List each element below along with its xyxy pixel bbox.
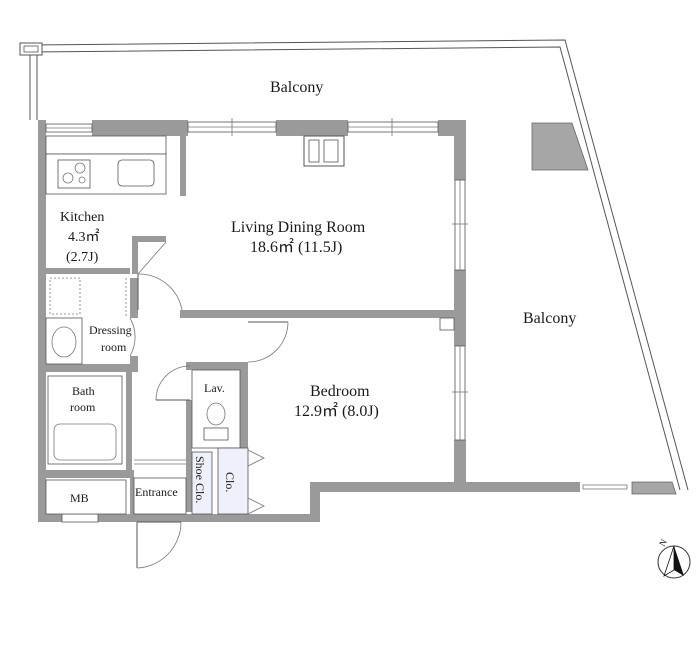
compass-label: N — [657, 537, 669, 548]
bedroom-area: 12.9㎡ (8.0J) — [294, 402, 379, 420]
balcony-right-label: Balcony — [523, 310, 576, 327]
bathtub-icon — [53, 423, 117, 461]
dressing-line2: room — [101, 340, 127, 354]
washbasin-icon — [51, 326, 77, 358]
outdoor-unit-block — [531, 122, 589, 171]
kitchen-counter — [45, 135, 167, 195]
dressing-line1: Dressing — [89, 323, 132, 337]
balcony-top-label: Balcony — [270, 79, 323, 96]
doors — [129, 273, 289, 569]
lavatory-fixtures — [191, 369, 241, 449]
lav-label: Lav. — [204, 381, 225, 395]
ldk-area: 18.6㎡ (11.5J) — [250, 238, 342, 256]
windows — [45, 118, 468, 523]
kitchen-jo: (2.7J) — [66, 250, 99, 265]
sink-icon — [117, 159, 155, 187]
ac-niche — [303, 135, 455, 331]
mb-box — [45, 479, 127, 515]
closet-box — [217, 447, 249, 515]
shoe-closet-label: Shoe Clo. — [193, 456, 207, 503]
exterior-walls — [38, 120, 580, 522]
bath-fixtures — [47, 375, 123, 465]
ldk-name: Living Dining Room — [231, 219, 366, 236]
fridge-space — [137, 241, 167, 275]
bedroom-name: Bedroom — [310, 383, 370, 400]
dressing-fixtures — [45, 277, 127, 365]
balcony-drain — [19, 42, 43, 56]
mb-label: MB — [70, 491, 89, 505]
stove-icon — [57, 159, 91, 189]
washer-space — [49, 277, 81, 315]
closet-label: Clo. — [223, 472, 237, 492]
north-compass-icon: N — [657, 537, 691, 579]
entrance-label: Entrance — [135, 485, 178, 499]
kitchen-name: Kitchen — [60, 210, 104, 225]
toilet-icon — [206, 402, 226, 426]
entrance-area — [133, 459, 187, 515]
shoe-closet-box — [191, 451, 213, 515]
storage — [191, 447, 265, 515]
bath-line1: Bath — [72, 384, 95, 398]
balcony-outline — [19, 39, 689, 495]
bath-line2: room — [70, 400, 96, 414]
outdoor-unit-block-bottom — [631, 481, 677, 495]
kitchen-area: 4.3㎡ — [68, 229, 100, 245]
